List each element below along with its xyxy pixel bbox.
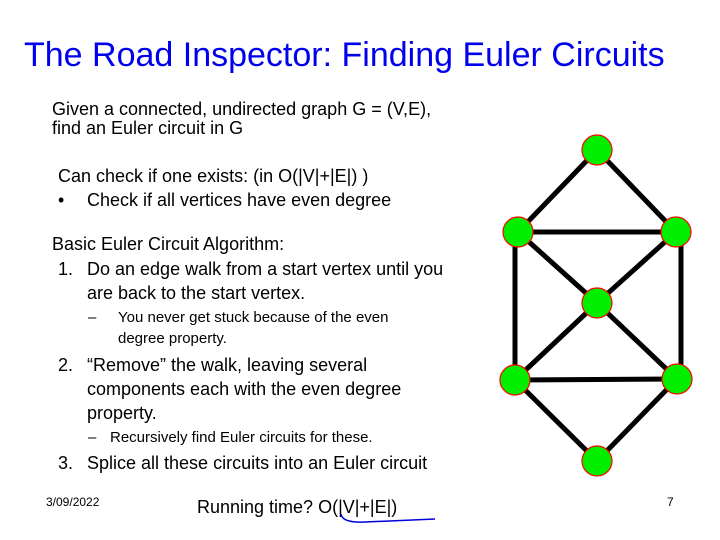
sub-line: You never get stuck because of the even (118, 309, 389, 326)
step-line: property. (87, 403, 157, 423)
graph-edge (513, 301, 599, 382)
step-line: are back to the start vertex. (87, 283, 306, 303)
page-number: 7 (667, 495, 674, 509)
step-line: Do an edge walk from a start vertex unti… (87, 259, 444, 279)
running-time: Running time? O(|V|+|E|) (197, 497, 398, 517)
bullet-marker: • (58, 190, 65, 210)
graph-vertex (499, 364, 531, 396)
graph-vertex (502, 216, 534, 248)
handwritten-underline (340, 513, 436, 523)
step-number: 2. (58, 355, 74, 375)
graph-edge (595, 301, 679, 381)
step-number: 3. (58, 453, 74, 473)
graph-edge (595, 377, 679, 463)
intro-line: Given a connected, undirected graph G = … (52, 99, 432, 119)
sub-line: Recursively find Euler circuits for thes… (110, 429, 373, 446)
step-line: Splice all these circuits into an Euler … (87, 453, 428, 473)
slide-title: The Road Inspector: Finding Euler Circui… (24, 36, 665, 74)
check-heading: Can check if one exists: (in O(|V|+|E|) … (58, 166, 369, 186)
graph-vertex (581, 445, 613, 477)
graph-vertex (581, 287, 613, 319)
check-bullet: Check if all vertices have even degree (87, 190, 392, 210)
slide-date: 3/09/2022 (46, 495, 100, 509)
graph-edge (514, 376, 678, 383)
step-number: 1. (58, 259, 74, 279)
step-line: components each with the even degree (87, 379, 402, 399)
graph-vertex (661, 363, 693, 395)
sub-line: degree property. (118, 330, 227, 347)
graph-vertex (581, 134, 613, 166)
graph-vertex (660, 216, 692, 248)
graph-edge (595, 148, 678, 234)
intro-line: find an Euler circuit in G (52, 118, 244, 138)
graph-edge (513, 378, 599, 463)
sub-marker: – (88, 429, 97, 446)
algorithm-heading: Basic Euler Circuit Algorithm: (52, 234, 285, 254)
sub-marker: – (88, 309, 97, 326)
step-line: “Remove” the walk, leaving several (87, 355, 368, 375)
graph-edge (595, 230, 678, 305)
graph-edge (516, 230, 599, 305)
graph-edge (516, 148, 599, 234)
